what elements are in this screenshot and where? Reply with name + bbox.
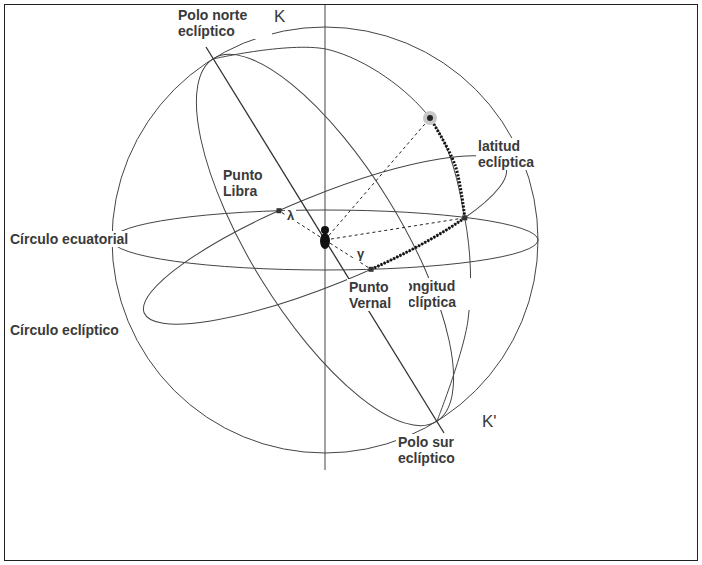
point-mark: [369, 267, 374, 272]
point-label: Punto Libra: [221, 167, 277, 199]
point-mark: [276, 208, 281, 213]
ecliptic-circle: [127, 125, 522, 355]
arc-label: longitud eclíptica: [398, 278, 482, 310]
pole-label: Polo sur eclíptico: [396, 434, 476, 466]
pole-letter: K': [480, 412, 499, 432]
dashed-radius: [325, 118, 430, 240]
equator-circle: [112, 210, 538, 270]
observer-body: [320, 233, 330, 249]
pole-label: Polo norte eclíptico: [176, 7, 272, 39]
pole-letter: K: [272, 7, 287, 27]
arc-label: latitud eclíptica: [476, 138, 560, 170]
longitude-arc: [371, 218, 465, 269]
star-halo: [423, 111, 437, 125]
meridian-circle: [150, 19, 501, 460]
star-meridian: [213, 47, 471, 421]
construction-group: [213, 47, 471, 421]
frame: [5, 5, 698, 561]
ecliptic-axis: [206, 47, 444, 433]
dashed-radius: [325, 240, 371, 269]
point-mark: [462, 215, 467, 220]
observer-head: [321, 226, 329, 234]
circle-label: Círculo ecuatorial: [8, 231, 130, 247]
circle-label: Círculo eclíptico: [8, 322, 121, 338]
point-symbol: λ: [285, 209, 296, 224]
dashed-radius: [325, 218, 465, 240]
latitude-arc: [430, 118, 465, 218]
star-dot: [427, 115, 433, 121]
observer-figure: [320, 226, 330, 249]
point-symbol: γ: [355, 247, 366, 262]
point-label: Punto Vernal: [347, 279, 409, 311]
